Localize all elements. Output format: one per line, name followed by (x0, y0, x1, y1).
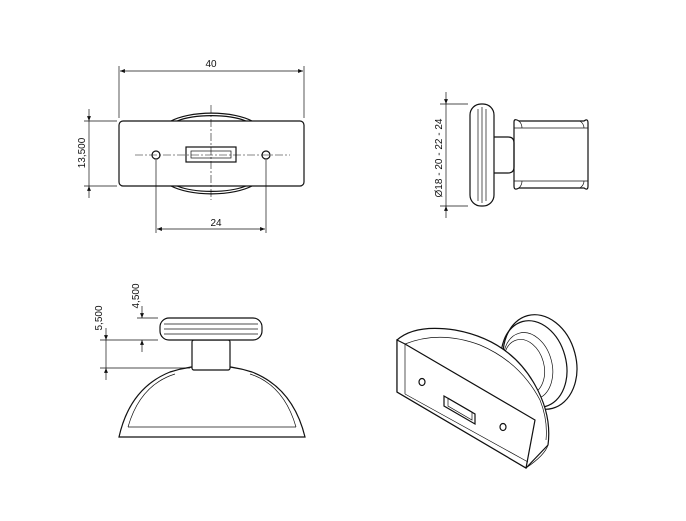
iso-slot (443, 394, 476, 426)
top-view-hole-right (261, 150, 271, 160)
front-view-knob (159, 317, 263, 341)
dim-top-spacing: 24 (155, 160, 267, 233)
dim-top-height: 13,500 (77, 109, 117, 198)
top-view-slot (185, 146, 237, 163)
side-view-disc (469, 103, 495, 207)
front-view-neck (191, 339, 231, 371)
dim-front-neck-label: 5,500 (94, 305, 105, 330)
isometric-view (396, 314, 578, 469)
side-view: Ø18 - 20 - 22 - 24 (434, 92, 589, 218)
iso-front-face (396, 339, 536, 469)
dim-top-width-label: 40 (205, 59, 217, 70)
top-view-disc (170, 112, 253, 195)
dim-side-diameter-label: Ø18 - 20 - 22 - 24 (434, 118, 445, 197)
iso-hole-left (418, 377, 426, 387)
top-view-hole-left (151, 150, 161, 160)
dim-top-spacing-label: 24 (210, 218, 222, 229)
dim-front-knob-label: 4,500 (131, 283, 142, 308)
dim-front-knob: 4,500 (100, 283, 158, 352)
dim-front-neck: 5,500 (94, 305, 190, 380)
top-view-body (118, 120, 305, 187)
front-view-dome (118, 364, 306, 438)
side-view-neck (494, 136, 515, 174)
side-view-head (513, 119, 589, 190)
iso-hole-right (499, 422, 507, 432)
dim-top-height-label: 13,500 (77, 137, 88, 168)
top-view: 40 13,500 24 (77, 59, 305, 233)
dim-side-diameter: Ø18 - 20 - 22 - 24 (434, 92, 468, 218)
dim-top-width: 40 (118, 59, 305, 118)
front-view: 4,500 5,500 (94, 283, 306, 438)
